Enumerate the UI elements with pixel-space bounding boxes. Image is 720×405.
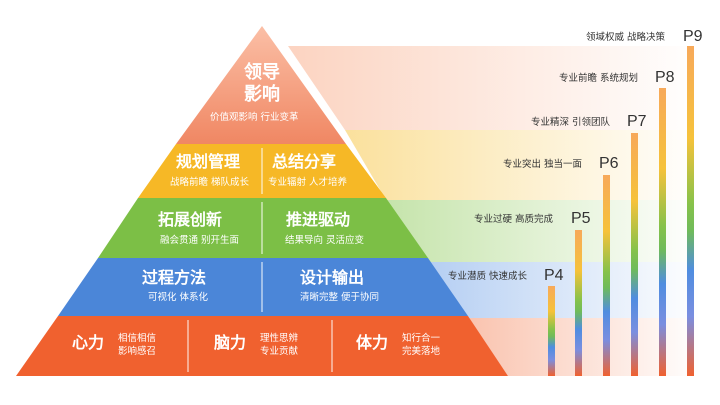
tier4-left-title: 过程方法 (142, 268, 207, 287)
level-p9-desc: 领域权威 战略决策 (586, 32, 666, 43)
tier-1-shape (176, 26, 346, 144)
level-p4-label: P4 (544, 267, 564, 284)
level-bars (548, 46, 694, 376)
tier4-right-title: 设计输出 (300, 268, 365, 287)
tier2-left-subtitle: 战略前瞻 梯队成长 (170, 177, 250, 188)
tier5-item1-title: 心力 (72, 333, 105, 352)
tier5-item2-sub1: 理性思辨 (260, 333, 299, 344)
tier5-item3-title: 体力 (356, 333, 389, 352)
level-p7-label: P7 (627, 113, 647, 130)
level-bar-p6 (603, 175, 610, 376)
level-p7-desc: 专业精深 引领团队 (531, 117, 611, 128)
tier1-subtitle: 价值观影响 行业变革 (210, 112, 299, 123)
background-bands (288, 46, 700, 376)
level-p9-label: P9 (683, 28, 703, 45)
tier5-item3-sub2: 完美落地 (402, 346, 441, 357)
tier5-item2-sub2: 专业贡献 (260, 346, 299, 357)
tier3-right-title: 推进驱动 (286, 210, 351, 229)
tier3-left-subtitle: 融会贯通 别开生面 (160, 235, 240, 246)
tier-dividers (187, 148, 333, 372)
level-bar-p9 (687, 46, 694, 376)
tier2-right-title: 总结分享 (272, 152, 337, 171)
tier4-left-subtitle: 可视化 体系化 (148, 292, 209, 303)
level-p6-desc: 专业突出 独当一面 (503, 159, 583, 170)
tier1-title-line2: 影响 (244, 84, 280, 105)
tier1-title-line1: 领导 (244, 62, 280, 83)
tier5-item1-sub1: 相信相信 (118, 333, 157, 344)
level-p6-label: P6 (599, 155, 619, 172)
level-bar-p4 (548, 286, 555, 376)
tier-4-shape (58, 258, 468, 316)
level-p5-label: P5 (571, 210, 591, 227)
tier2-right-subtitle: 专业辐射 人才培养 (268, 177, 348, 188)
level-p8-desc: 专业前瞻 系统规划 (559, 73, 639, 84)
level-bar-p8 (659, 88, 666, 376)
level-bar-p7 (631, 133, 638, 376)
level-p5-desc: 专业过硬 高质完成 (474, 214, 554, 225)
tier-5-shape (16, 316, 508, 376)
tier2-left-title: 规划管理 (176, 152, 241, 171)
level-p8-label: P8 (655, 69, 675, 86)
tier5-item2-title: 脑力 (214, 333, 247, 352)
tier4-right-subtitle: 清晰完整 便于协同 (300, 292, 380, 303)
tier5-item1-sub2: 影响感召 (118, 346, 157, 357)
tier-3-shape (98, 198, 428, 258)
level-bar-p5 (575, 230, 582, 376)
level-p4-desc: 专业潜质 快速成长 (448, 271, 528, 282)
tier5-item3-sub1: 知行合一 (402, 333, 441, 344)
tier3-right-subtitle: 结果导向 灵活应变 (285, 235, 365, 246)
tier3-left-title: 拓展创新 (158, 210, 223, 229)
